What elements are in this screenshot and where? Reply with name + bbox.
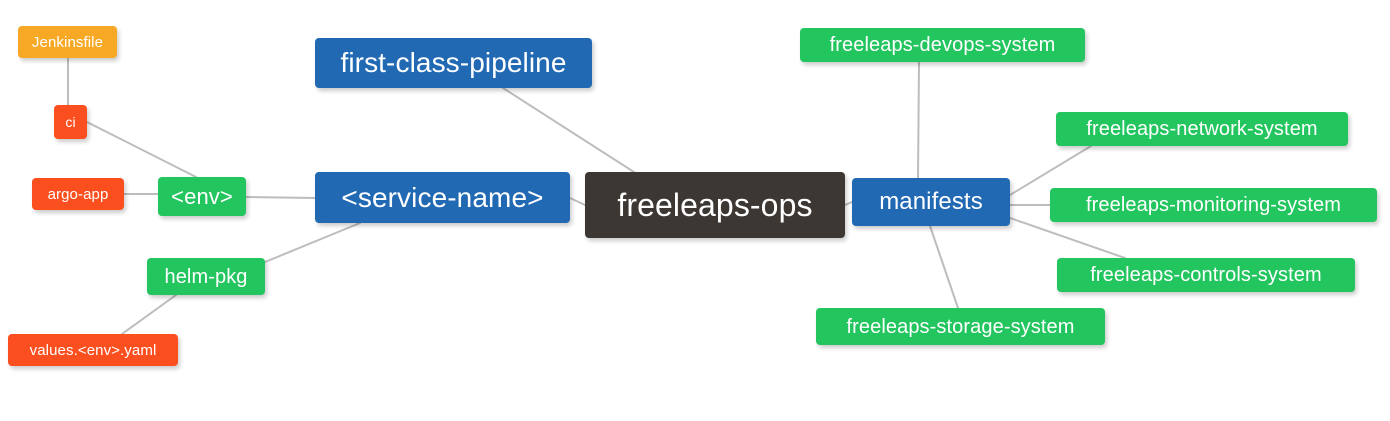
node-argo-app[interactable]: argo-app [32, 178, 124, 210]
edge-manifests-to-freeleaps-storage-system [929, 225, 959, 309]
edge-manifests-to-freeleaps-controls-system [1009, 217, 1126, 259]
edge-service-name-to-env [245, 196, 316, 199]
node-manifests[interactable]: manifests [852, 178, 1010, 226]
node-freeleaps-storage-system[interactable]: freeleaps-storage-system [816, 308, 1105, 345]
node-helm-pkg[interactable]: helm-pkg [147, 258, 265, 295]
node-label-freeleaps-controls-system: freeleaps-controls-system [1090, 264, 1322, 286]
node-label-jenkinsfile: Jenkinsfile [31, 33, 104, 51]
node-service-name[interactable]: <service-name> [315, 172, 570, 223]
node-freeleaps-ops[interactable]: freeleaps-ops [585, 172, 845, 238]
node-label-freeleaps-ops: freeleaps-ops [617, 187, 813, 223]
node-freeleaps-monitoring-system[interactable]: freeleaps-monitoring-system [1050, 188, 1377, 222]
node-freeleaps-controls-system[interactable]: freeleaps-controls-system [1057, 258, 1355, 292]
edge-helm-pkg-to-values-env-yaml [121, 294, 177, 335]
node-label-argo-app: argo-app [47, 185, 109, 203]
node-label-freeleaps-monitoring-system: freeleaps-monitoring-system [1085, 194, 1341, 216]
node-label-manifests: manifests [879, 188, 983, 215]
node-ci[interactable]: ci [54, 105, 87, 139]
node-env[interactable]: <env> [158, 177, 246, 216]
node-label-env: <env> [171, 183, 233, 209]
node-jenkinsfile[interactable]: Jenkinsfile [18, 26, 117, 58]
node-freeleaps-devops-system[interactable]: freeleaps-devops-system [800, 28, 1085, 62]
edge-env-to-ci [86, 121, 197, 178]
node-label-freeleaps-devops-system: freeleaps-devops-system [829, 34, 1056, 56]
node-freeleaps-network-system[interactable]: freeleaps-network-system [1056, 112, 1348, 146]
node-label-freeleaps-network-system: freeleaps-network-system [1086, 118, 1318, 140]
edge-freeleaps-ops-to-manifests [844, 201, 853, 206]
edge-freeleaps-ops-to-service-name [569, 197, 586, 206]
node-values-env-yaml[interactable]: values.<env>.yaml [8, 334, 178, 366]
node-label-first-class-pipeline: first-class-pipeline [340, 47, 567, 78]
edge-manifests-to-freeleaps-devops-system [917, 61, 920, 179]
edge-service-name-to-helm-pkg [264, 222, 361, 263]
node-label-helm-pkg: helm-pkg [164, 265, 248, 288]
node-first-class-pipeline[interactable]: first-class-pipeline [315, 38, 592, 88]
node-label-service-name: <service-name> [341, 181, 544, 213]
node-label-values-env-yaml: values.<env>.yaml [29, 341, 157, 359]
node-label-ci: ci [65, 114, 76, 130]
edge-freeleaps-ops-to-first-class-pipeline [502, 87, 638, 175]
node-label-freeleaps-storage-system: freeleaps-storage-system [846, 315, 1075, 338]
